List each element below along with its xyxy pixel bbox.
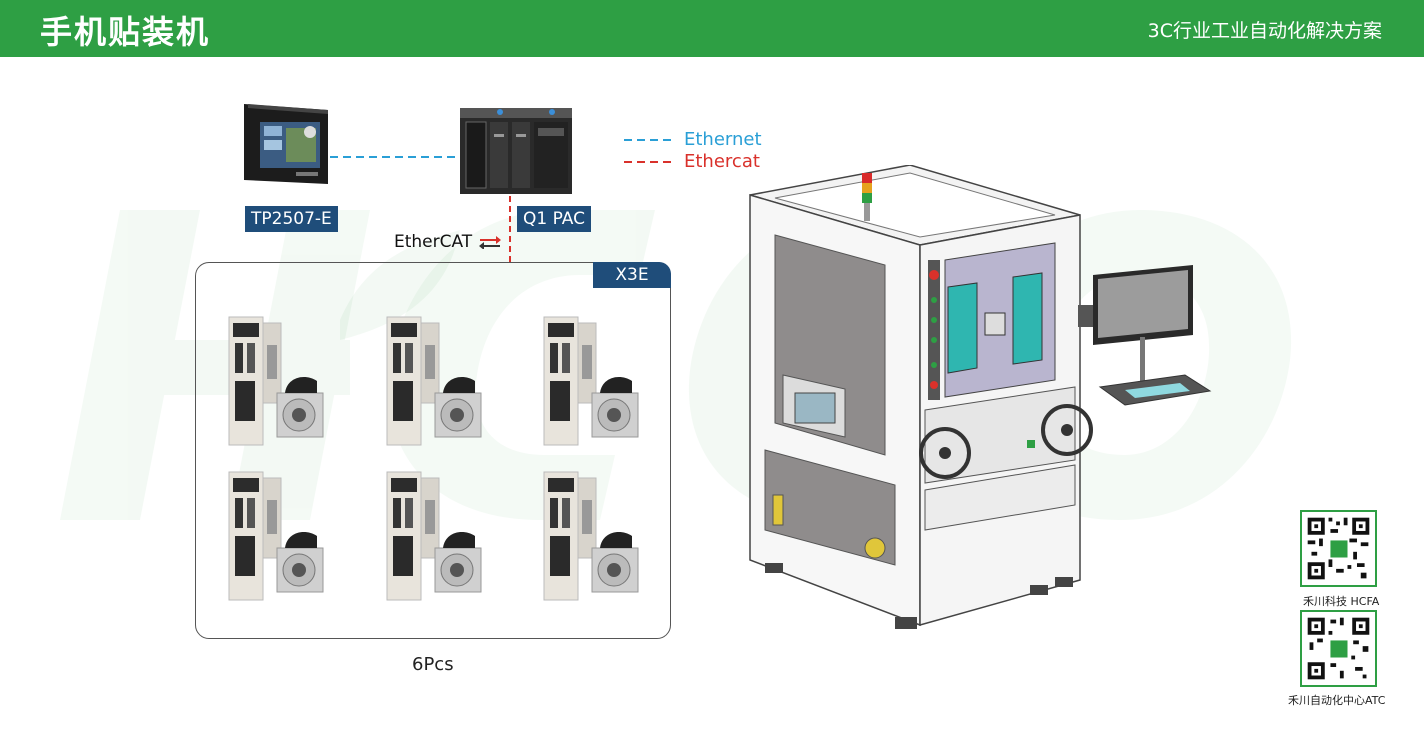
mounting-machine-image xyxy=(749,165,1212,629)
ethercat-logo-text: EtherCAT xyxy=(394,232,473,252)
header-bar: 手机贴装机 3C行业工业自动化解决方案 xyxy=(0,0,1424,57)
hmi-panel-image xyxy=(244,104,328,184)
legend-ethercat: Ethercat xyxy=(684,151,760,172)
pac-controller-image xyxy=(460,108,572,194)
qr-caption-hcfa: 禾川科技 HCFA xyxy=(1303,595,1380,608)
servo-drive-6 xyxy=(543,471,639,601)
page-title: 手机贴装机 xyxy=(40,13,211,51)
pac-label: Q1 PAC xyxy=(517,206,591,232)
servo-drive-4 xyxy=(228,471,324,601)
servo-drive-3 xyxy=(543,316,639,446)
page-subtitle: 3C行业工业自动化解决方案 xyxy=(1147,20,1382,42)
ethercat-arrows-icon xyxy=(478,236,501,250)
qr-code-hcfa[interactable] xyxy=(1300,510,1377,587)
servo-drive-5 xyxy=(386,471,482,601)
hmi-label: TP2507-E xyxy=(245,206,338,232)
legend-ethernet: Ethernet xyxy=(684,129,762,150)
servo-count-label: 6Pcs xyxy=(412,654,454,675)
qr-code-atc[interactable] xyxy=(1300,610,1377,687)
servo-drive-1 xyxy=(228,316,324,446)
servo-drive-2 xyxy=(386,316,482,446)
qr-caption-atc: 禾川自动化中心ATC xyxy=(1288,694,1386,707)
servo-group-box: X3E xyxy=(195,262,671,639)
servo-group-tag: X3E xyxy=(593,262,671,288)
ethercat-logo: EtherCAT xyxy=(394,232,502,252)
